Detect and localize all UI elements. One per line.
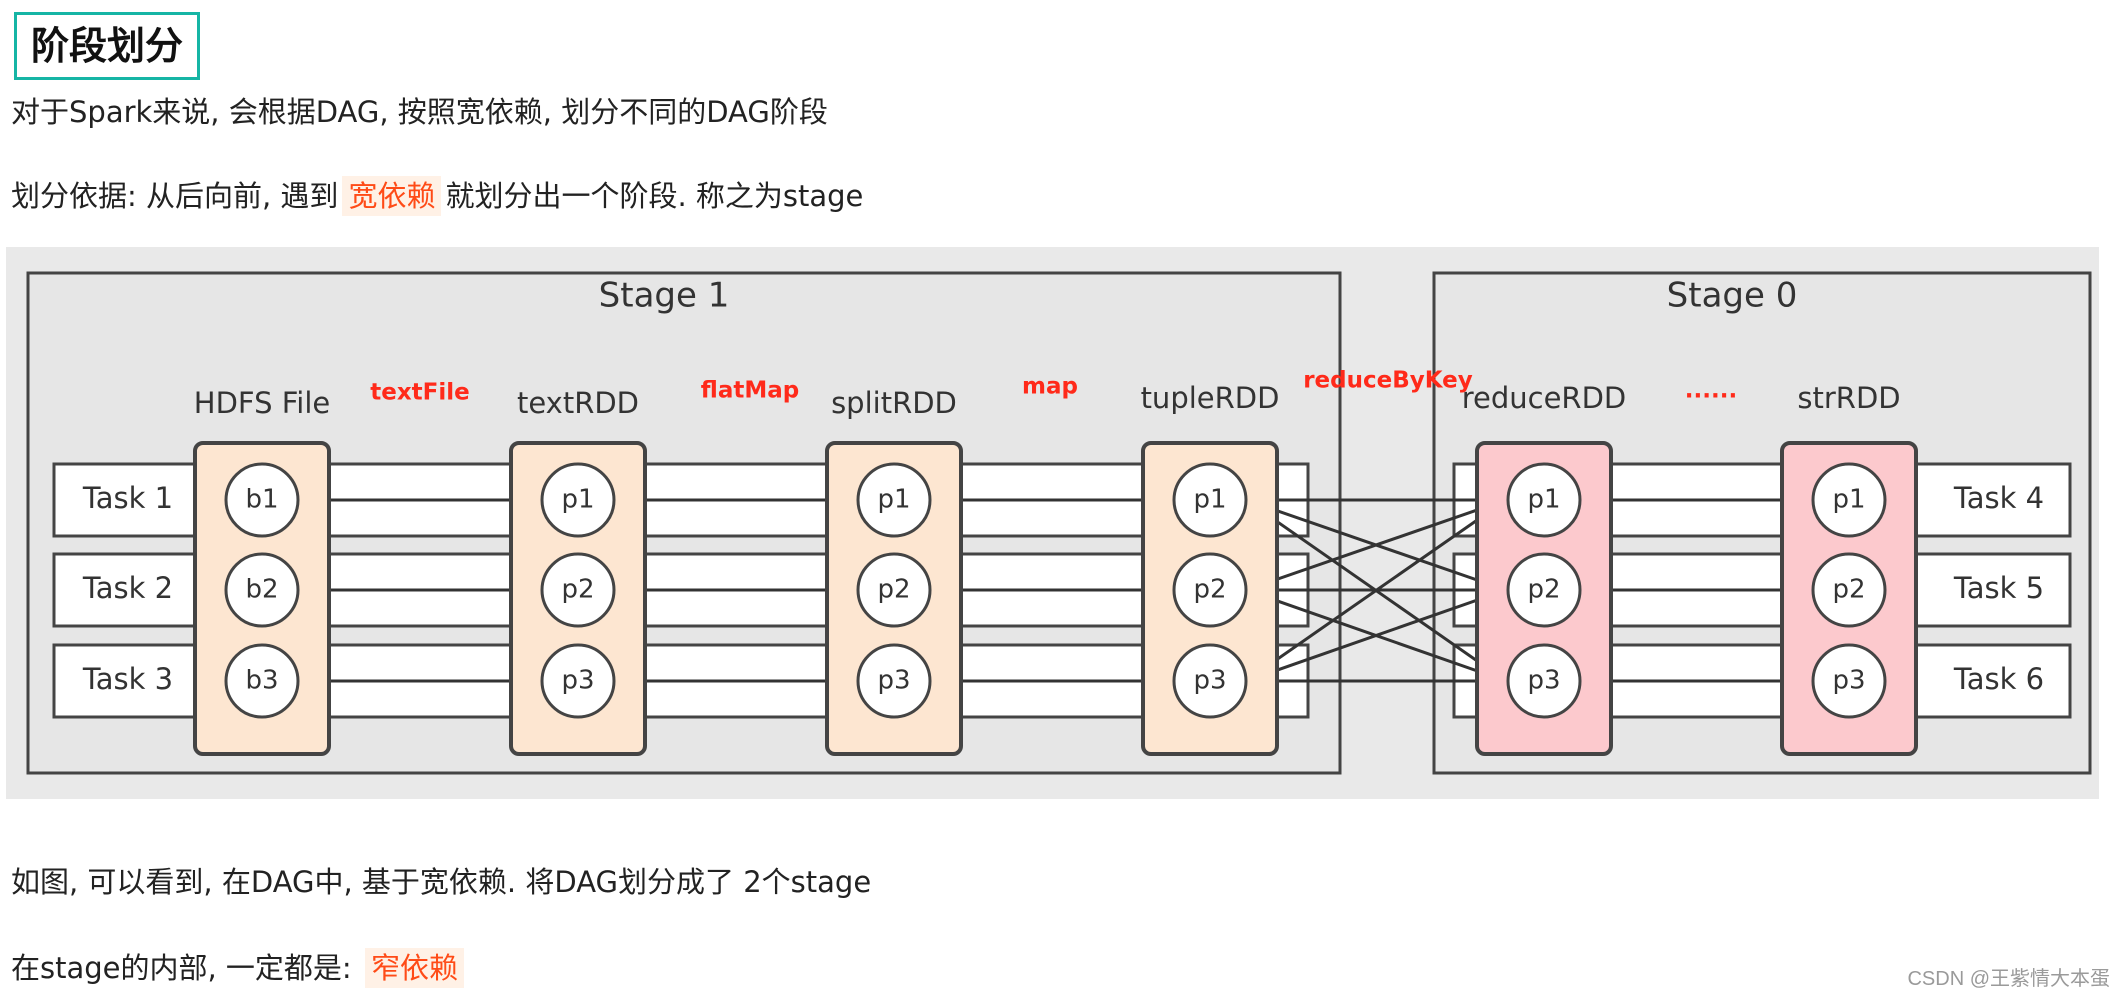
partition-circle [1506,462,1582,538]
task-label-left: Task 1 [82,481,173,515]
partition-circle [1811,643,1887,719]
stage-1-label: Stage 1 [599,276,730,316]
paragraph-intro: 对于Spark来说, 会根据DAG, 按照宽依赖, 划分不同的DAG阶段 [11,95,828,129]
partition-circle [856,552,932,628]
partition-label: p3 [1193,666,1226,696]
partition-circle [1811,462,1887,538]
paragraph-conclusion: 如图, 可以看到, 在DAG中, 基于宽依赖. 将DAG划分成了 2个stage [11,865,872,899]
partition-label: p3 [561,666,594,696]
partition-circle [1506,643,1582,719]
stage-division-diagram: Stage 1 Stage 0 Task 1 Task 2 Task 3 Task 4 Ta… [6,247,2099,799]
rdd-label: strRDD [1797,381,1900,415]
narrow-dependency-highlight: 窄依赖 [364,948,464,988]
partition-label: p2 [1527,575,1560,605]
partition-circle [1172,552,1248,628]
partition-circle [1172,643,1248,719]
wide-dependency-arrow [1245,498,1507,683]
partition-label: b2 [245,575,278,605]
rdd-label: HDFS File [194,386,330,420]
rdd-label: textRDD [517,386,639,420]
operation-label: flatMap [701,378,799,404]
partition-circle [856,462,932,538]
partition-label: p2 [561,575,594,605]
partition-label: p2 [1193,575,1226,605]
paragraph-narrow: 在stage的内部, 一定都是: 窄依赖 [11,948,468,988]
stage-0-label: Stage 0 [1667,276,1798,316]
partition-label: p1 [1832,485,1865,515]
task-label-left: Task 2 [82,571,173,605]
wide-dependency-highlight: 宽依赖 [342,176,442,216]
task-label-right: Task 4 [1953,481,2044,515]
section-heading: 阶段划分 [14,12,201,80]
task-label-right: Task 6 [1953,662,2044,696]
paragraph-basis: 划分依据: 从后向前, 遇到宽依赖就划分出一个阶段. 称之为stage [11,176,863,216]
partition-circle [856,643,932,719]
partition-circle [540,643,616,719]
partition-circle [1811,552,1887,628]
partition-label: p1 [1193,485,1226,515]
operation-label: textFile [370,380,470,406]
partition-circle [224,462,300,538]
task-label-left: Task 3 [82,662,173,696]
partition-label: p2 [1832,575,1865,605]
wide-dependency-arrow [1245,587,1507,683]
partition-label: b1 [245,485,278,515]
watermark: CSDN @王紫情大本蛋 [1907,968,2110,990]
partition-circle [540,462,616,538]
paragraph-narrow-prefix: 在stage的内部, 一定都是: [11,951,352,985]
operation-label: map [1022,374,1078,400]
partition-circle [224,643,300,719]
operation-label: reduceByKey [1303,368,1473,394]
partition-label: p1 [877,485,910,515]
partition-label: b3 [245,666,278,696]
partition-circle [540,552,616,628]
partition-label: p3 [1527,666,1560,696]
partition-label: p3 [877,666,910,696]
rdd-label: tupleRDD [1141,381,1280,415]
operation-label: ...... [1685,378,1737,404]
rdd-label: reduceRDD [1462,381,1627,415]
paragraph-basis-suffix: 就划分出一个阶段. 称之为stage [445,179,864,213]
partition-circle [224,552,300,628]
wide-dependency-arrow [1245,497,1507,592]
partition-label: p1 [561,485,594,515]
partition-label: p1 [1527,485,1560,515]
rdd-label: splitRDD [831,386,957,420]
partition-label: p2 [877,575,910,605]
partition-circle [1172,462,1248,538]
paragraph-basis-prefix: 划分依据: 从后向前, 遇到 [11,179,339,213]
partition-circle [1506,552,1582,628]
task-label-right: Task 5 [1953,571,2044,605]
dag-svg: Stage 1 Stage 0 Task 1 Task 2 Task 3 Task 4 Ta… [26,271,2092,775]
partition-label: p3 [1832,666,1865,696]
